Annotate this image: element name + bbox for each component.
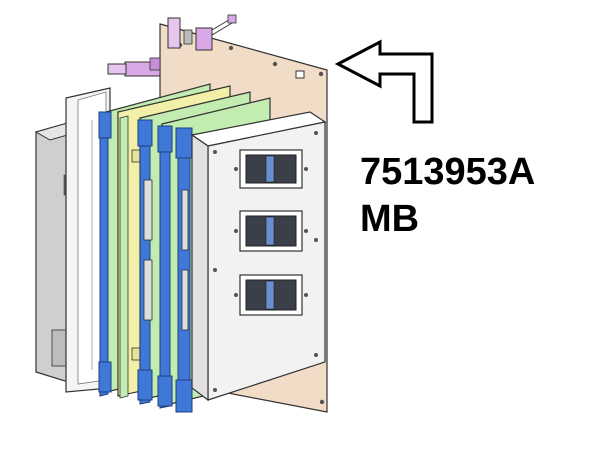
front-ejector [175,127,193,413]
arrow-outline-icon [334,39,434,124]
vent-top [234,149,308,189]
white-card [65,87,111,393]
motherboard-chip [295,70,305,79]
vent-bottom [234,274,308,316]
vent-middle [234,210,308,252]
board-name-label: MB [360,198,420,240]
module-enclosure [190,111,327,402]
part-number-label: 7513953A [360,151,536,193]
card-connector [107,57,161,77]
motherboard-connectors [167,14,237,51]
